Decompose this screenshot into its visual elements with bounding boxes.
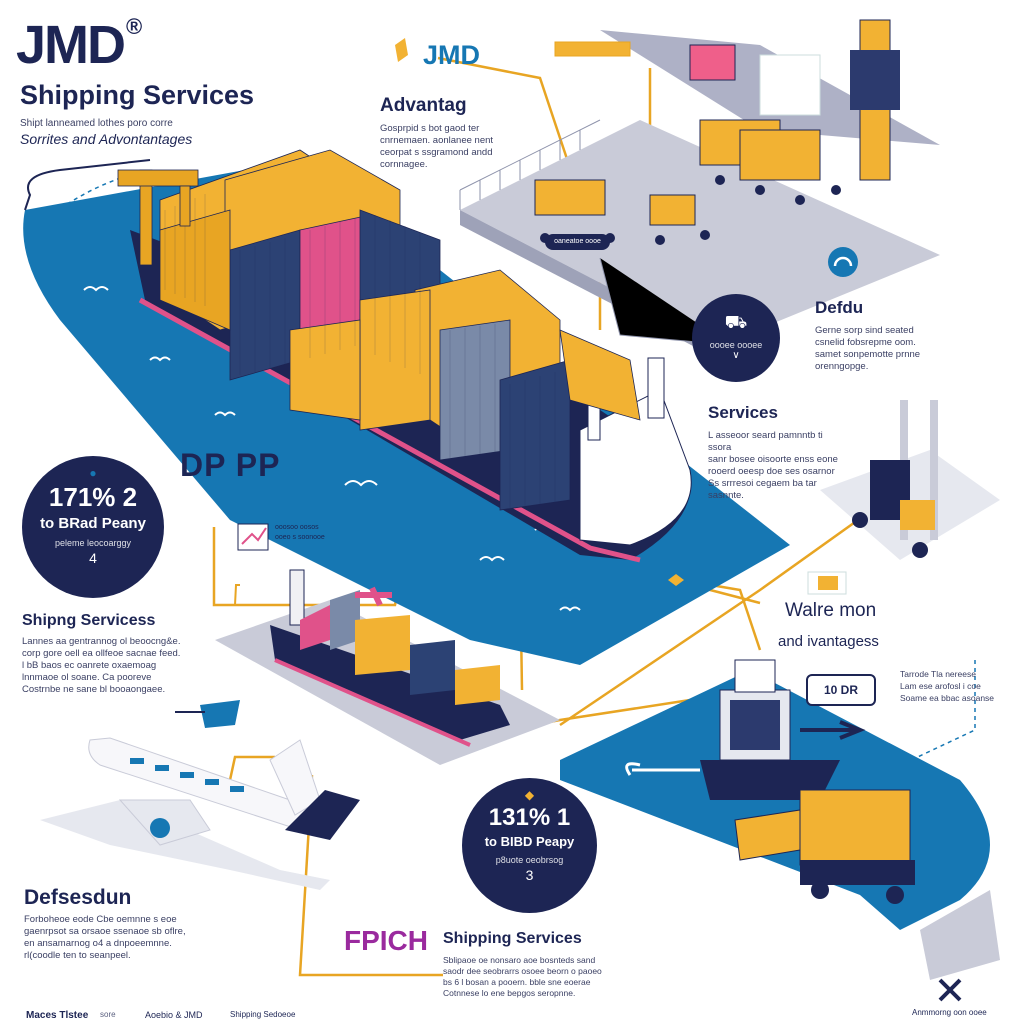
harbor-truck — [734, 789, 915, 904]
forklift — [820, 400, 1000, 560]
stat-circle-2: ◆ 131% 1 to BIBD Peapy p8uote oeobrsog 3 — [462, 778, 597, 913]
chart-icon — [237, 523, 269, 551]
footer-left: Maces Tlstee — [26, 1010, 89, 1021]
advantage-body: Gosprpid s bot gaod ter cnrnemaen. aonla… — [380, 123, 494, 170]
truck-tag: oooee oooee — [709, 340, 763, 350]
footer-right: Anmmorng oon ooee — [912, 1008, 987, 1017]
shipping-left-heading: Shipng Servicess — [22, 612, 156, 629]
small-plane-icon — [355, 586, 392, 607]
brand-logo-text: JMD — [16, 15, 126, 75]
tag-icon: ◆ — [524, 788, 535, 802]
warehouse-subheading: and ivantagess — [778, 633, 879, 650]
small-ship — [270, 569, 510, 747]
warehouse-badge: 10 DR — [806, 674, 876, 706]
brand-title: Shipping Services — [20, 80, 255, 110]
chart-label: ooosoo oosos ooeo s soonooe — [275, 524, 325, 541]
seagulls — [83, 286, 581, 612]
stat-1-value: 171% 2 — [48, 482, 138, 512]
tug-ship — [700, 659, 840, 800]
tools-icon — [938, 978, 962, 1002]
warehouse-heading: Walre mon — [785, 600, 877, 621]
stat-2-caption: p8uote oeobrsog — [495, 855, 564, 865]
headset-icon — [828, 247, 858, 277]
advantage-heading: Advantag — [380, 95, 467, 116]
shipping-left-body: Lannes aa gentrannog ol beoocng&e. corp … — [22, 636, 181, 695]
main-ship-containers — [159, 149, 641, 511]
services-heading: Services — [708, 403, 778, 422]
stat-1-step: 4 — [89, 550, 97, 566]
brand-logo: JMD® — [16, 14, 142, 76]
fpich-label: FPICH — [344, 925, 428, 956]
stat-2-label: to BIBD Peapy — [484, 834, 575, 849]
registered-mark: ® — [126, 14, 142, 39]
stat-2-value: 131% 1 — [488, 804, 571, 831]
route-marker-icon — [668, 574, 684, 586]
brand-tagline: Sorrites and Advontantages — [20, 131, 193, 147]
stat-2-step: 3 — [525, 867, 534, 883]
footer-mid: Aoebio & JMD — [145, 1010, 203, 1020]
defdu-heading: Defdu — [815, 298, 864, 317]
stat-circle-1: ● 171% 2 to BRad Peany peleme leocoarggy… — [22, 456, 164, 598]
warehouse-body: Tarrode Tla nereese Lam ese arofosl i co… — [900, 669, 995, 703]
brand-tag-small: Shipt lanneamed lothes poro corre — [20, 118, 173, 129]
top-logo-icon — [395, 38, 408, 62]
drop-icon: ● — [89, 466, 97, 480]
hub-label: oaneatoe oooe — [545, 234, 610, 250]
stat-1-caption: peleme leocoarggy — [54, 538, 132, 548]
container-ridges — [164, 194, 556, 508]
stat-1-label: to BRad Peany — [40, 515, 146, 532]
truck-circle: ⛟ oooee oooee ∨ — [692, 294, 780, 382]
airplane — [40, 700, 360, 890]
chevron-down-icon: ∨ — [732, 350, 740, 361]
services-body: L asseoor seard pamnntb ti ssora sanr bo… — [708, 430, 838, 501]
truck-icon: ⛟ — [724, 312, 748, 332]
shipping-bottom-body: Sblipaoe oe nonsaro aoe bosnteds sand sa… — [443, 955, 602, 998]
defsesdun-heading: Defsesdun — [24, 886, 132, 909]
defsesdun-body: Forboheoe eode Cbe oemnne s eoe gaenrpso… — [24, 914, 186, 961]
top-logo-text: JMD — [423, 40, 481, 70]
dp-pp-heading: DP PP — [180, 447, 281, 483]
shipping-bottom-heading: Shipping Services — [443, 930, 582, 947]
footer-mid2: Shipping Sedoeoe — [230, 1010, 296, 1019]
defdu-body: Gerne sorp sind seated csnelid fobsrepme… — [815, 325, 921, 372]
footer-left-small: sore — [100, 1010, 116, 1019]
port-platform — [460, 120, 940, 345]
ship-crane — [117, 169, 199, 266]
